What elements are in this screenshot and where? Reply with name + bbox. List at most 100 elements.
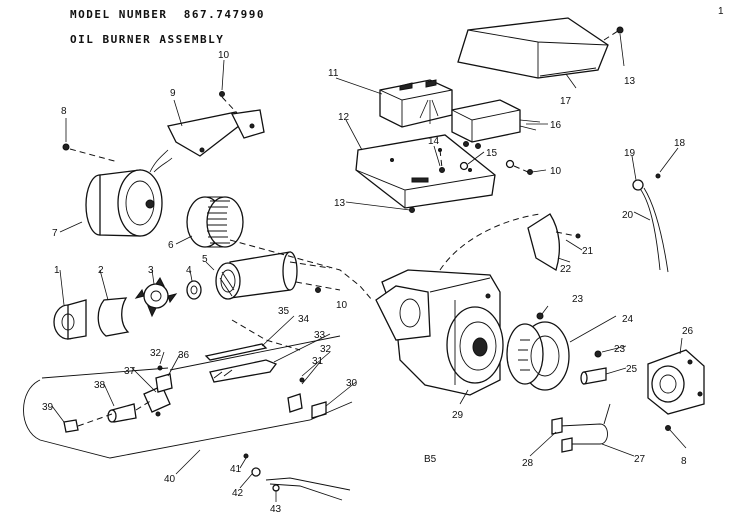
callout-15: 15 — [486, 148, 498, 159]
callout-24: 24 — [622, 314, 634, 325]
callout-17: 17 — [560, 96, 572, 107]
screw-part-41 — [243, 453, 249, 459]
callout-1: 1 — [54, 265, 60, 276]
callout-38: 38 — [94, 380, 106, 391]
alignment-line-tube — [289, 261, 341, 291]
callout-18: 18 — [674, 138, 686, 149]
screw-part-13-top — [603, 26, 624, 41]
washer-part-4 — [186, 280, 202, 300]
callout-32-left: 32 — [150, 348, 162, 359]
callout-27: 27 — [634, 454, 646, 465]
screw-part-14 — [439, 149, 445, 173]
nut-part-28 — [551, 417, 573, 453]
alignment-line-housing — [439, 213, 541, 271]
screw-part-8-pump — [665, 425, 671, 431]
callout-9: 9 — [170, 88, 176, 99]
oil-line-part-40 — [23, 335, 353, 459]
nozzle-part-30 — [311, 401, 327, 419]
callout-11: 11 — [328, 68, 339, 79]
callout-23-lower: 23 — [614, 344, 626, 355]
callout-30: 30 — [346, 378, 358, 389]
callout-14: 14 — [428, 136, 440, 147]
screw-part-18 — [655, 173, 661, 179]
callout-10-tube: 10 — [336, 300, 348, 311]
callout-13-plate: 13 — [334, 198, 346, 209]
air-tube-part-5 — [215, 251, 298, 300]
callout-12: 12 — [338, 112, 350, 123]
callout-40: 40 — [164, 474, 176, 485]
callout-31: 31 — [312, 356, 324, 367]
clamp-part-32-right — [299, 377, 305, 383]
callout-43: 43 — [270, 504, 282, 515]
callout-33: 33 — [314, 330, 326, 341]
callout-25: 25 — [626, 364, 638, 375]
callout-20: 20 — [622, 210, 634, 221]
ring-part-2 — [97, 297, 130, 337]
electrode-part-34 — [204, 343, 268, 361]
callout-2: 2 — [98, 265, 104, 276]
nozzle-part-39 — [63, 419, 79, 433]
callout-35: 35 — [278, 306, 290, 317]
pump-part-26 — [647, 349, 705, 415]
callout-3: 3 — [148, 265, 154, 276]
alignment-line-nozzle — [77, 399, 153, 427]
callout-42: 42 — [232, 488, 244, 499]
callout-5: 5 — [202, 254, 208, 265]
callout-10-plate: 10 — [550, 166, 562, 177]
callout-29: 29 — [452, 410, 464, 421]
callout-8-motor: 8 — [61, 106, 67, 117]
fitting-part-25 — [580, 367, 607, 385]
callout-23-upper: 23 — [572, 294, 584, 305]
cable-part-43 — [265, 477, 351, 501]
grommet-part-19 — [632, 179, 644, 191]
callout-21: 21 — [582, 246, 594, 257]
burner-cover-part-17 — [457, 17, 609, 79]
callout-32-right: 32 — [320, 344, 332, 355]
relay-box-part-16 — [451, 99, 541, 149]
electrode-assembly-part-33 — [209, 359, 278, 383]
callout-37: 37 — [124, 366, 136, 377]
callout-22: 22 — [560, 264, 572, 275]
oil-tube-part-27 — [559, 403, 611, 445]
nozzle-line-part-38 — [107, 403, 137, 423]
screw-part-23-upper — [536, 312, 544, 320]
flange-part-24 — [506, 321, 570, 391]
adapter-part-37 — [143, 385, 171, 417]
screw-part-10-top — [219, 91, 237, 113]
callout-36: 36 — [178, 350, 190, 361]
shield-part-21 — [527, 213, 581, 271]
callout-41: 41 — [230, 464, 242, 475]
clamp-part-36 — [155, 373, 173, 393]
motor-part-7 — [85, 149, 173, 237]
screw-part-13-plate — [409, 207, 415, 213]
screw-part-10-tube — [315, 287, 321, 293]
screw-part-8-motor — [62, 143, 119, 163]
blower-wheel-part-6 — [186, 196, 244, 248]
clip-part-31 — [287, 393, 303, 413]
wire-part-20 — [637, 185, 669, 273]
callout-16: 16 — [550, 120, 562, 131]
callout-34: 34 — [298, 314, 310, 325]
callout-10-top: 10 — [218, 50, 230, 61]
clamp-part-32-left — [157, 365, 163, 371]
footer-code: B5 — [424, 454, 437, 465]
callout-4: 4 — [186, 265, 192, 276]
corner-mark: 1 — [718, 6, 724, 17]
callout-13-top: 13 — [624, 76, 636, 87]
screw-part-23-lower — [594, 350, 602, 358]
coupling-part-1 — [53, 299, 87, 340]
transformer-part-11 — [379, 79, 453, 128]
electrode-part-35 — [231, 319, 301, 351]
callout-8-pump: 8 — [681, 456, 687, 467]
callout-6: 6 — [168, 240, 174, 251]
callout-7: 7 — [52, 228, 58, 239]
callout-39: 39 — [42, 402, 54, 413]
connector-part-42 — [251, 467, 261, 477]
assembly-title: OIL BURNER ASSEMBLY — [70, 33, 225, 46]
burner-housing-part-29 — [375, 269, 504, 396]
model-number-label: MODEL NUMBER 867.747990 — [70, 8, 265, 21]
callout-28: 28 — [522, 458, 534, 469]
callout-19: 19 — [624, 148, 636, 159]
callout-26: 26 — [682, 326, 694, 337]
